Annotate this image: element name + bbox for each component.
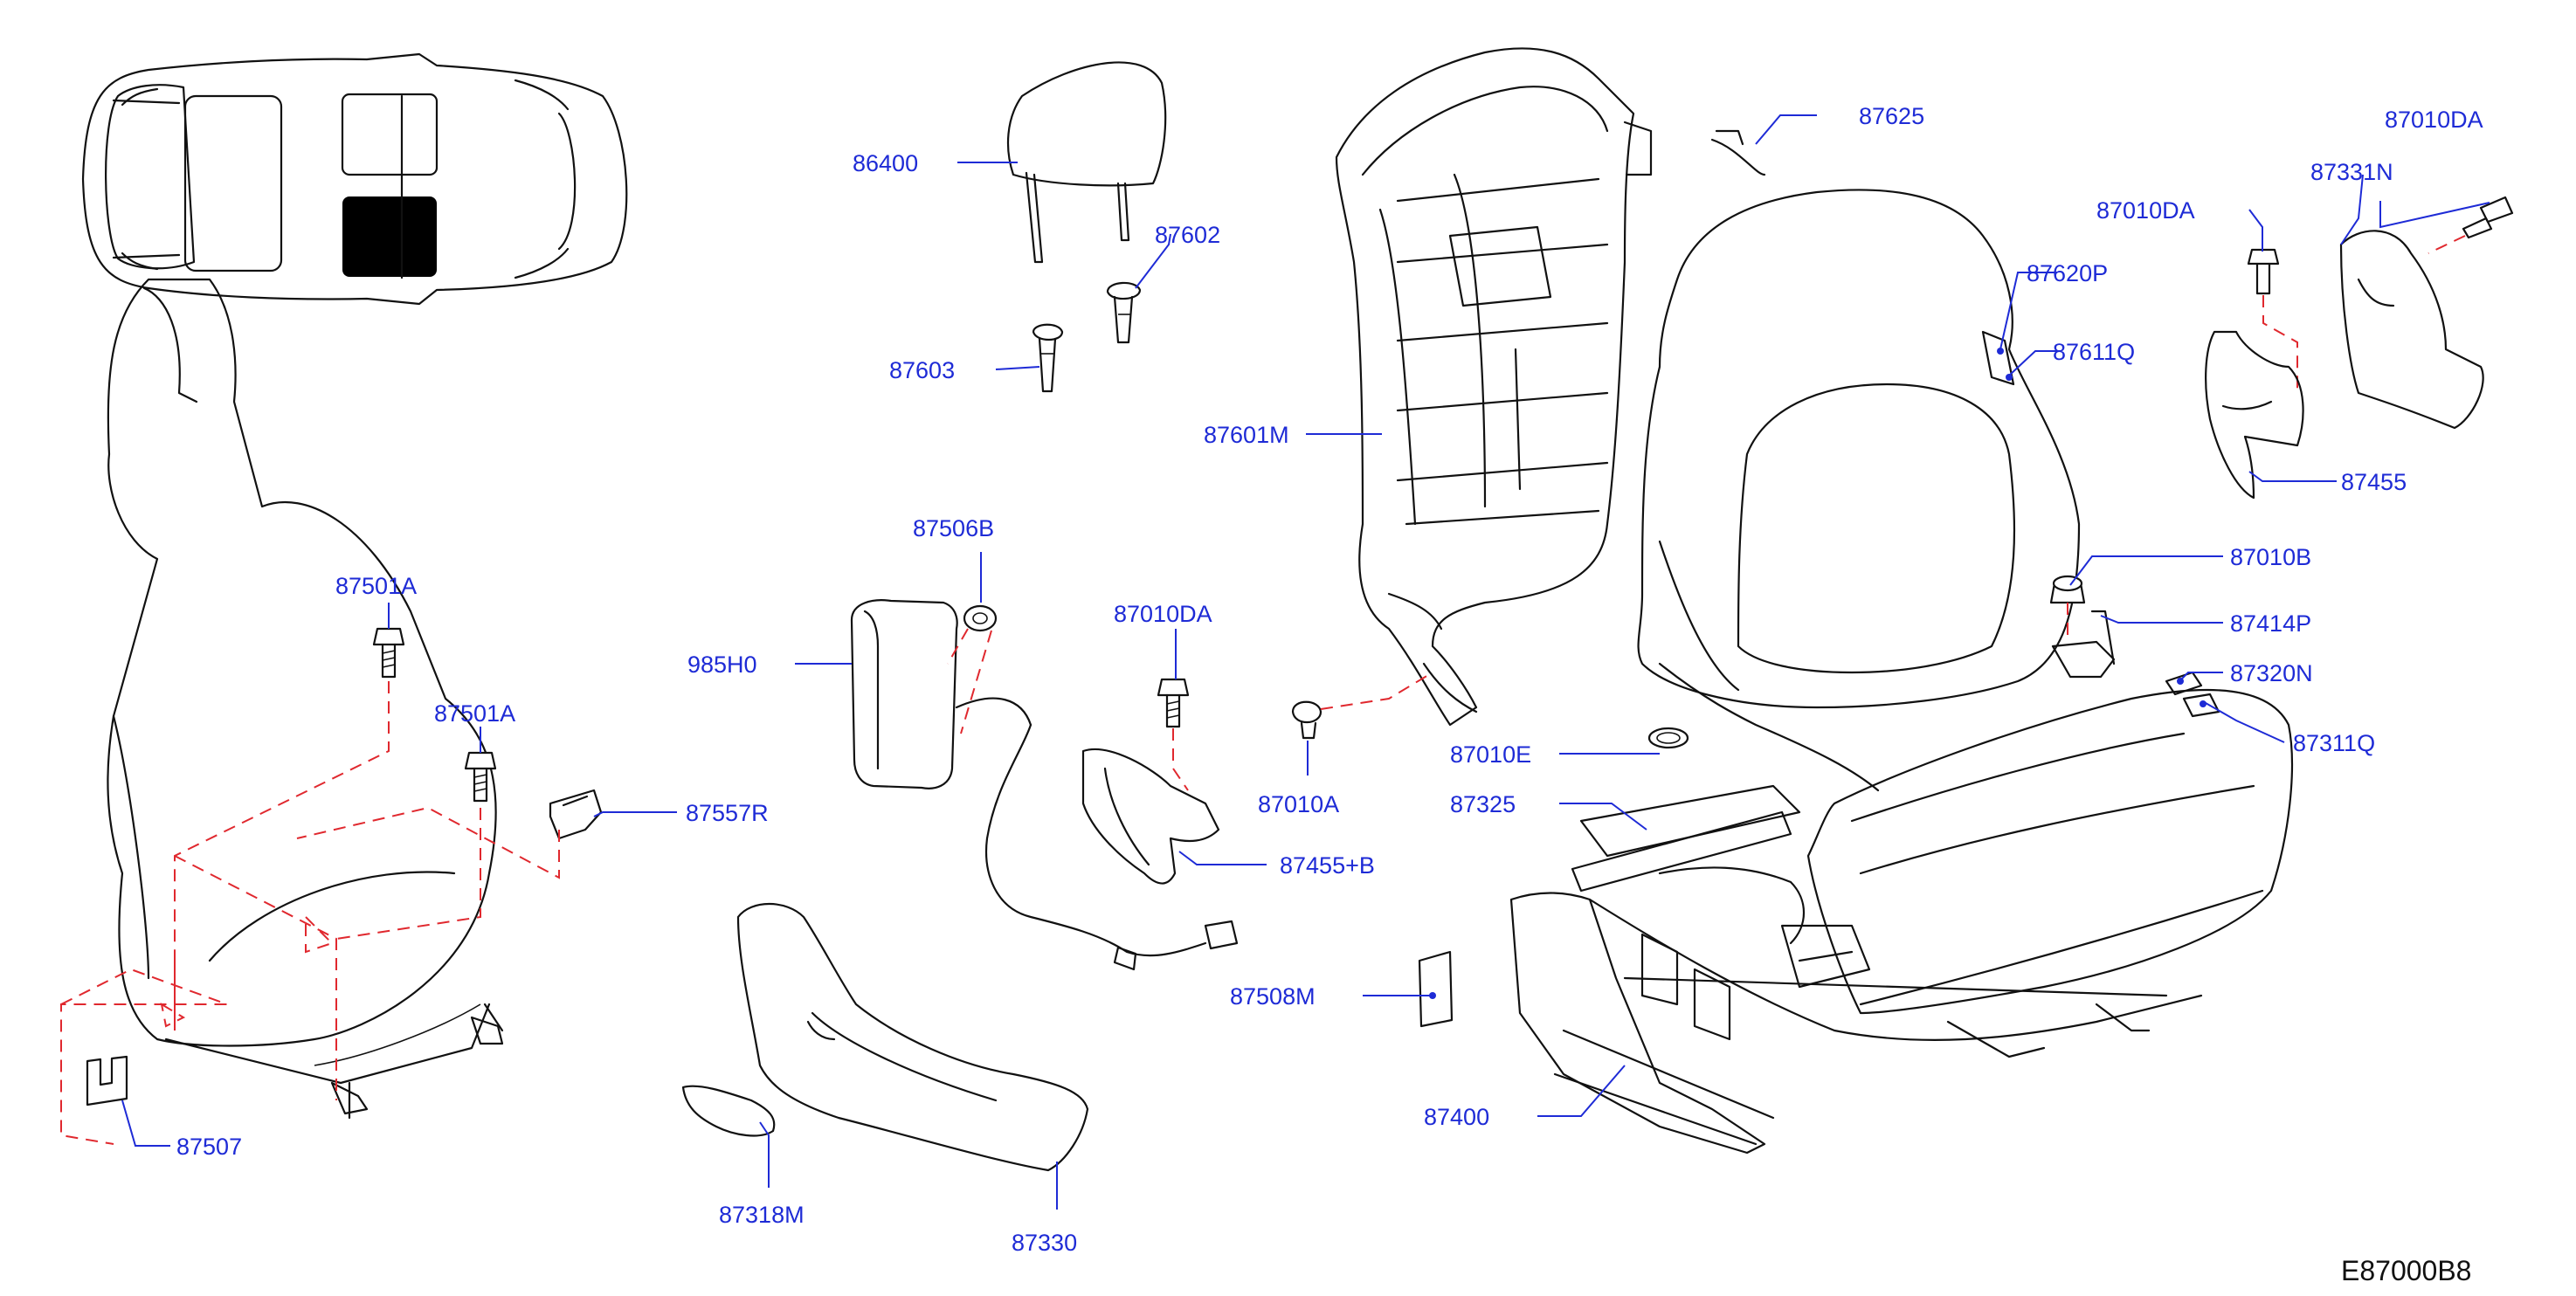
seat-cushion-pan-87325	[1571, 810, 1792, 893]
plate-87320n-icon	[2165, 671, 2203, 696]
bolt-87501a-lower-icon	[464, 751, 497, 803]
bolt-87010da-middle-icon	[2247, 248, 2280, 295]
label-87331n: 87331N	[2310, 159, 2393, 185]
label-985h0: 985H0	[687, 651, 757, 678]
label-87320n: 87320N	[2230, 660, 2313, 686]
label-87330: 87330	[1012, 1230, 1077, 1256]
hidden-line-87506b	[947, 628, 992, 734]
bolt-87010da-center-icon	[1157, 678, 1190, 728]
label-87508m: 87508M	[1230, 983, 1316, 1010]
grommet-87506b-icon	[963, 604, 998, 632]
bracket-87414p-icon	[2051, 610, 2116, 679]
seatback-frame-87601m	[1335, 47, 1653, 727]
label-87311q: 87311Q	[2293, 730, 2375, 756]
hidden-line-87010da-upper	[2428, 235, 2466, 254]
bracket-87508m-icon	[1418, 950, 1454, 1028]
outer-trim-87330	[736, 902, 1089, 1172]
harness-985h0	[955, 697, 1239, 971]
hidden-lines-left	[60, 681, 560, 1145]
label-87602: 87602	[1155, 222, 1220, 248]
hidden-line-87010a	[1320, 672, 1433, 710]
knob-87318m-icon	[681, 1085, 776, 1137]
label-87010da-top-right: 87010DA	[2385, 107, 2483, 133]
label-87010b: 87010B	[2230, 544, 2311, 570]
label-87603: 87603	[889, 357, 955, 383]
clip-87507-icon	[86, 1055, 128, 1106]
label-87625: 87625	[1859, 103, 1924, 129]
headrest-guide-87603-icon	[1032, 323, 1064, 393]
label-87010da-center: 87010DA	[1114, 601, 1212, 627]
seat-assembly-overview	[107, 278, 504, 1120]
hidden-line-87010da-center	[1172, 728, 1189, 791]
label-87507: 87507	[176, 1134, 242, 1160]
label-87010e: 87010E	[1450, 741, 1531, 768]
shield-87455	[2205, 330, 2304, 500]
airbag-985h0	[850, 599, 958, 789]
seat-cushion	[1806, 688, 2294, 1015]
wire-87625	[1710, 129, 1766, 176]
label-87455: 87455	[2341, 469, 2407, 495]
shield-87455b	[1081, 748, 1220, 885]
seatback-pad	[1637, 189, 2081, 709]
nut-87010b-icon	[2049, 575, 2086, 604]
label-87557r: 87557R	[686, 800, 769, 826]
leader-lines	[121, 114, 2490, 1210]
label-87506b: 87506B	[913, 515, 994, 541]
leader-dots	[1429, 348, 2207, 999]
label-87325: 87325	[1450, 791, 1516, 817]
plate-87311q-icon	[2182, 693, 2220, 718]
label-87400: 87400	[1424, 1104, 1489, 1130]
label-87010da-middle-right: 87010DA	[2096, 197, 2195, 224]
label-87501a-upper: 87501A	[335, 573, 417, 599]
label-86400: 86400	[853, 150, 918, 176]
label-87318m: 87318M	[719, 1202, 805, 1228]
clip-87557r-icon	[549, 789, 603, 840]
label-87611q: 87611Q	[2053, 339, 2135, 365]
headrest-guide-87602-icon	[1106, 281, 1142, 344]
grommet-87010e-icon	[1647, 727, 1689, 749]
label-87601m: 87601M	[1204, 422, 1289, 448]
label-87501a-lower: 87501A	[434, 700, 515, 727]
label-87455b: 87455+B	[1280, 852, 1375, 879]
seat-frame-87400	[1509, 784, 2203, 1155]
bolt-87501a-upper-icon	[372, 627, 405, 679]
label-87620p: 87620P	[2027, 260, 2108, 286]
label-87414p: 87414P	[2230, 610, 2311, 637]
cable-87620p-87611q	[1658, 330, 2015, 792]
hidden-line-87010da-middle	[2262, 295, 2298, 393]
bolt-87010da-upper-icon	[2462, 196, 2514, 239]
bolt-87010a-icon	[1291, 700, 1323, 740]
headrest-86400	[1006, 61, 1167, 264]
diagram-code: E87000B8	[2341, 1255, 2471, 1286]
car-locator-icon	[81, 52, 628, 306]
shield-87331n	[2339, 230, 2484, 430]
label-87010a: 87010A	[1258, 791, 1339, 817]
